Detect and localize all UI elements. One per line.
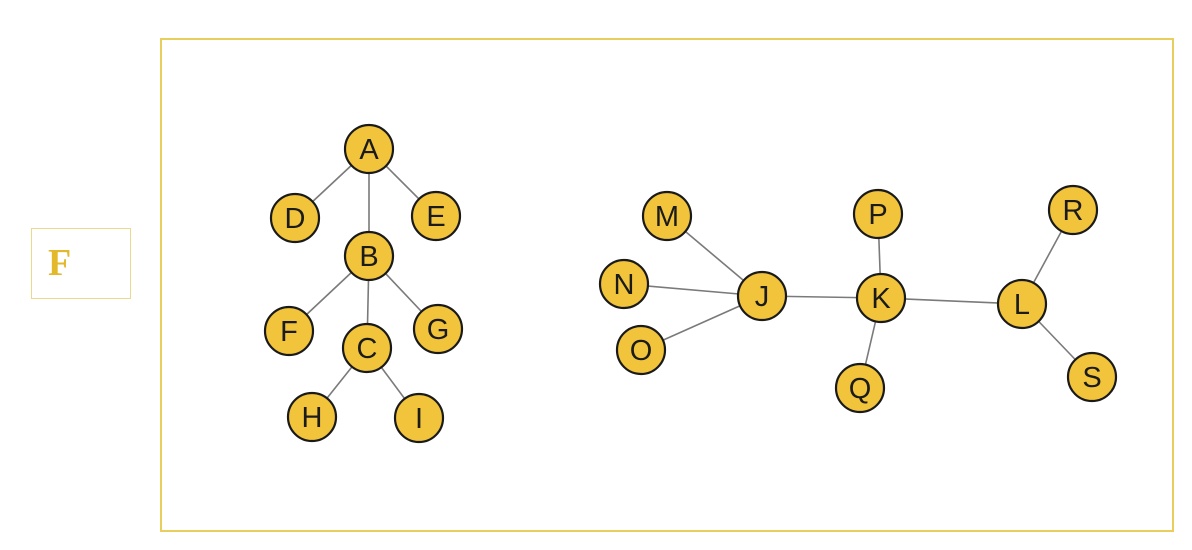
node-circle bbox=[393, 392, 445, 444]
node-m: M bbox=[641, 190, 693, 242]
node-circle bbox=[410, 190, 462, 242]
node-l: L bbox=[996, 278, 1048, 330]
graph-nodes: A B C D E F G H I J K L M N O P Q R S bbox=[263, 123, 1118, 444]
node-i: I bbox=[393, 392, 445, 444]
node-circle bbox=[996, 278, 1048, 330]
node-g: G bbox=[412, 303, 464, 355]
node-o: O bbox=[615, 324, 667, 376]
node-circle bbox=[263, 305, 315, 357]
node-circle bbox=[343, 230, 395, 282]
node-circle bbox=[341, 322, 393, 374]
node-h: H bbox=[286, 391, 338, 443]
node-d: D bbox=[269, 192, 321, 244]
node-label: H bbox=[302, 402, 323, 434]
side-label-text: F bbox=[48, 242, 72, 284]
node-s: S bbox=[1066, 351, 1118, 403]
node-label: C bbox=[357, 333, 378, 365]
node-circle bbox=[615, 324, 667, 376]
node-circle bbox=[1047, 184, 1099, 236]
node-b: B bbox=[343, 230, 395, 282]
node-label: P bbox=[868, 199, 887, 231]
node-e: E bbox=[410, 190, 462, 242]
node-label: B bbox=[359, 241, 378, 273]
diagram-frame bbox=[160, 38, 1174, 532]
node-circle bbox=[736, 270, 788, 322]
node-label: A bbox=[359, 134, 379, 166]
node-p: P bbox=[852, 188, 904, 240]
node-circle bbox=[343, 123, 395, 175]
node-circle bbox=[641, 190, 693, 242]
node-circle bbox=[852, 188, 904, 240]
node-a: A bbox=[343, 123, 395, 175]
node-label: Q bbox=[849, 373, 872, 405]
node-circle bbox=[286, 391, 338, 443]
node-label: D bbox=[285, 203, 306, 235]
node-circle bbox=[1066, 351, 1118, 403]
node-circle bbox=[834, 362, 886, 414]
node-label: S bbox=[1082, 362, 1101, 394]
node-label: R bbox=[1063, 195, 1084, 227]
node-k: K bbox=[855, 272, 907, 324]
node-circle bbox=[855, 272, 907, 324]
node-label: I bbox=[415, 403, 423, 435]
node-r: R bbox=[1047, 184, 1099, 236]
node-label: M bbox=[655, 201, 679, 233]
node-label: K bbox=[871, 283, 891, 315]
node-f: F bbox=[263, 305, 315, 357]
graph-edges bbox=[288, 148, 1093, 419]
node-label: F bbox=[280, 316, 298, 348]
node-c: C bbox=[341, 322, 393, 374]
node-circle bbox=[412, 303, 464, 355]
node-n: N bbox=[598, 258, 650, 310]
node-circle bbox=[598, 258, 650, 310]
node-label: N bbox=[614, 269, 635, 301]
node-label: G bbox=[427, 314, 450, 346]
node-j: J bbox=[736, 270, 788, 322]
node-label: E bbox=[426, 201, 445, 233]
node-circle bbox=[269, 192, 321, 244]
node-label: O bbox=[630, 335, 653, 367]
node-q: Q bbox=[834, 362, 886, 414]
side-label-box: F bbox=[31, 228, 131, 299]
node-label: L bbox=[1014, 289, 1030, 321]
node-label: J bbox=[755, 281, 770, 313]
